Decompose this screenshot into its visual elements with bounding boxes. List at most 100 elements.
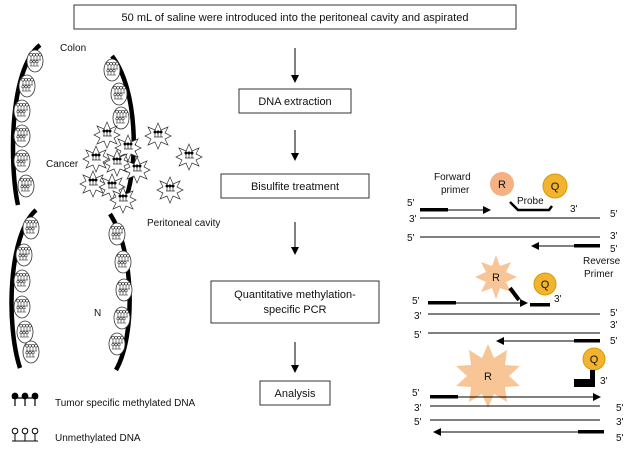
unmethylated-cell: [22, 340, 40, 364]
unmethylated-cell: [22, 216, 40, 240]
peritoneal-anatomy: Colon Cancer Peritoneal cavity N: [9, 43, 220, 372]
unmethylated-cell: [15, 243, 33, 267]
five-prime: 5': [616, 403, 624, 414]
unmethylated-cell: [108, 222, 126, 246]
five-prime: 5': [407, 233, 415, 244]
five-prime: 5': [610, 209, 618, 220]
reporter-burst: [456, 344, 520, 408]
three-prime: 3': [409, 214, 417, 225]
unmethylated-cell: [115, 278, 133, 302]
reverse-primer-label-line1: Reverse: [583, 256, 621, 267]
quencher-letter: Q: [541, 279, 550, 291]
unmethylated-cell: [13, 149, 31, 173]
three-prime: 3': [570, 204, 578, 215]
flowchart: 50 mL of saline were introduced into the…: [73, 4, 517, 406]
probe-stub: [590, 370, 595, 382]
step3-label: Bisulfite treatment: [251, 181, 339, 193]
step2-box: [238, 88, 352, 114]
unmethylated-cell: [13, 269, 31, 293]
cancer-cell: [175, 143, 203, 171]
cleaved-probe-stub: [508, 286, 521, 302]
unmethylated-cell: [114, 250, 132, 274]
three-prime: 3': [616, 417, 624, 428]
forward-primer-bar: [428, 301, 456, 305]
five-prime: 5': [407, 198, 415, 209]
legend-methylated-label: Tumor specific methylated DNA: [55, 398, 196, 409]
unmethylated-cell: [103, 58, 121, 82]
step1-box: [73, 4, 517, 30]
unmethylated-cell: [113, 306, 131, 330]
three-prime: 3': [554, 294, 562, 305]
methylated-dna-icon: [11, 392, 39, 406]
pcr-stage-1: Forward primer Probe R Q 5' 3' 3' 5' 5' …: [407, 172, 621, 280]
step4-label-line1: Quantitative methylation-: [234, 289, 356, 301]
step5-label: Analysis: [275, 388, 316, 400]
step2-label: DNA extraction: [258, 96, 331, 108]
unmethylated-dna-icon: [11, 427, 39, 442]
three-prime: 3': [414, 403, 422, 414]
cancer-cell: [82, 145, 110, 173]
step1-label: 50 mL of saline were introduced into the…: [122, 12, 469, 24]
unmethylated-cell: [13, 295, 31, 319]
unmethylated-cell: [110, 82, 128, 106]
forward-primer-label-line2: primer: [441, 185, 470, 196]
five-prime: 5': [412, 388, 420, 399]
unmethylated-cell: [112, 106, 130, 130]
pcr-stage-3: R Q 3' 5' 3' 5' 5' 3' 5': [412, 344, 624, 444]
forward-primer-bar: [430, 395, 458, 399]
legend: Tumor specific methylated DNA Unmethylat…: [11, 392, 196, 444]
quencher-dye: [542, 173, 568, 199]
step5-box: [259, 380, 331, 406]
normal-label: N: [94, 308, 101, 319]
probe-strand: [509, 201, 553, 212]
three-prime: 3': [610, 320, 618, 331]
unmethylated-cell: [13, 124, 31, 148]
five-prime: 5': [414, 330, 422, 341]
three-prime: 3': [414, 311, 422, 322]
reporter-dye: [490, 172, 514, 196]
reverse-primer-label-line2: Primer: [584, 269, 614, 280]
step4-box: [210, 280, 380, 324]
five-prime: 5': [414, 417, 422, 428]
unmethylated-cell: [17, 174, 35, 198]
peritoneal-cavity-label: Peritoneal cavity: [147, 218, 220, 229]
unmethylated-cell: [16, 320, 34, 344]
five-prime: 5': [610, 336, 618, 347]
five-prime: 5': [616, 433, 624, 444]
reverse-primer-bar: [574, 339, 600, 343]
five-prime: 5': [610, 308, 618, 319]
quencher-dye: [533, 272, 557, 296]
cancer-label: Cancer: [46, 159, 79, 170]
five-prime: 5': [412, 296, 420, 307]
quencher-letter: Q: [551, 181, 560, 193]
legend-unmethylated-label: Unmethylated DNA: [55, 433, 141, 444]
unmethylated-cell: [108, 332, 126, 356]
unmethylated-cell: [26, 49, 44, 73]
forward-primer-bar: [420, 208, 448, 212]
reverse-primer-bar: [574, 244, 600, 248]
unmethylated-cell: [18, 74, 36, 98]
reporter-burst: [475, 255, 517, 299]
reporter-letter: R: [498, 179, 506, 191]
reporter-letter: R: [492, 272, 500, 284]
three-prime: 3': [610, 231, 618, 242]
cancer-cell: [144, 122, 172, 150]
cancer-cell: [79, 170, 107, 198]
pcr-panel: Forward primer Probe R Q 5' 3' 3' 5' 5' …: [407, 172, 624, 444]
quencher-letter: Q: [590, 354, 599, 366]
pcr-stage-2: R Q 5' 3' 3' 5' 5' 3' 5': [412, 255, 618, 347]
reporter-letter: R: [484, 371, 492, 383]
step4-label-line2: specific PCR: [264, 304, 327, 316]
reverse-primer-bar: [578, 430, 604, 434]
step3-box: [220, 173, 370, 199]
probe-label: Probe: [517, 196, 544, 207]
unmethylated-cell: [13, 99, 31, 123]
five-prime: 5': [610, 244, 618, 255]
probe-remnant: [530, 303, 550, 307]
forward-primer-label-line1: Forward: [434, 172, 471, 183]
probe-fragment: [574, 379, 595, 387]
colon-label: Colon: [60, 43, 86, 54]
cancer-cell: [156, 176, 184, 204]
three-prime: 3': [600, 376, 608, 387]
